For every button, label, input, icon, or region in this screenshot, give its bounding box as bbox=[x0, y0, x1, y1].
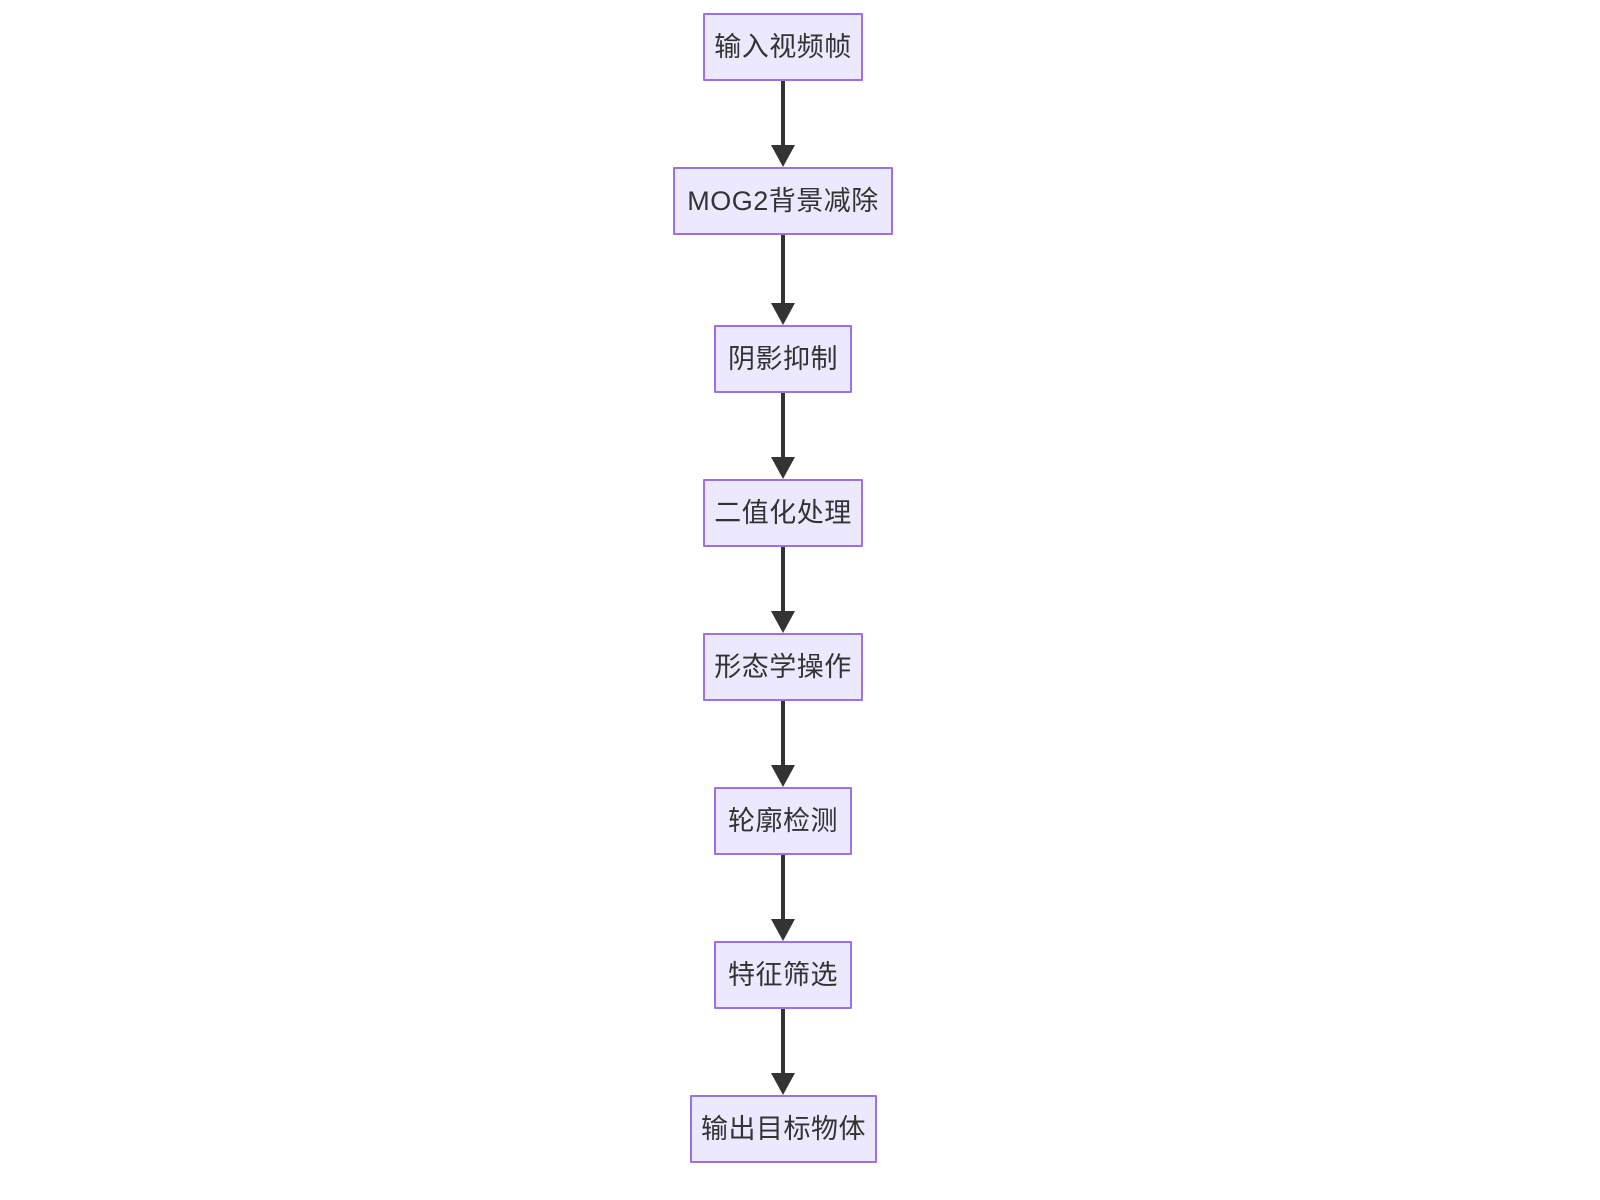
flowchart-edge-n4-to-n5 bbox=[771, 547, 795, 633]
flowchart-node-n2[interactable]: MOG2背景减除 bbox=[673, 167, 893, 235]
flowchart-node-n7[interactable]: 特征筛选 bbox=[714, 941, 852, 1009]
flowchart-node-n3[interactable]: 阴影抑制 bbox=[714, 325, 852, 393]
flowchart-node-label: 输入视频帧 bbox=[714, 31, 852, 62]
flowchart-node-label: 特征筛选 bbox=[728, 959, 838, 990]
flowchart-edge-n5-to-n6 bbox=[771, 701, 795, 787]
flowchart-node-label: 输出目标物体 bbox=[701, 1113, 866, 1144]
flowchart-edge-n6-to-n7 bbox=[771, 855, 795, 941]
flowchart-edge-n1-to-n2 bbox=[771, 81, 795, 167]
flowchart-node-n8[interactable]: 输出目标物体 bbox=[690, 1095, 877, 1163]
flowchart-edge-n2-to-n3 bbox=[771, 235, 795, 325]
flowchart-node-n4[interactable]: 二值化处理 bbox=[703, 479, 863, 547]
flowchart-node-label: 轮廓检测 bbox=[728, 805, 838, 836]
flowchart-edge-n7-to-n8 bbox=[771, 1009, 795, 1095]
flowchart-node-n6[interactable]: 轮廓检测 bbox=[714, 787, 852, 855]
flowchart-node-label: MOG2背景减除 bbox=[687, 185, 879, 216]
flowchart-node-label: 形态学操作 bbox=[714, 651, 852, 682]
flowchart-edge-n3-to-n4 bbox=[771, 393, 795, 479]
flowchart-node-label: 二值化处理 bbox=[714, 497, 852, 528]
flowchart-node-n1[interactable]: 输入视频帧 bbox=[703, 13, 863, 81]
flowchart-node-label: 阴影抑制 bbox=[728, 343, 838, 374]
flowchart-node-n5[interactable]: 形态学操作 bbox=[703, 633, 863, 701]
